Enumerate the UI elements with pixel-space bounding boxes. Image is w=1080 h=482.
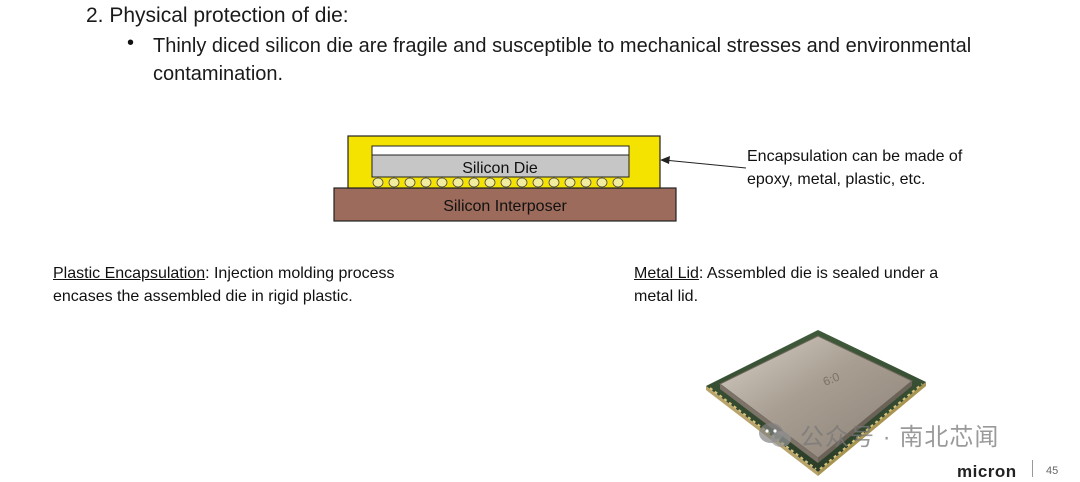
- encapsulation-callout: Encapsulation can be made of epoxy, meta…: [747, 145, 962, 191]
- metal-lid-description: Metal Lid: Assembled die is sealed under…: [634, 262, 1034, 308]
- bullet-text: Thinly diced silicon die are fragile and…: [153, 35, 972, 85]
- arrow-head: [660, 156, 670, 164]
- micron-logo: micron: [957, 462, 1017, 481]
- plastic-encapsulation-description: Plastic Encapsulation: Injection molding…: [53, 262, 493, 308]
- interposer-label: Silicon Interposer: [443, 198, 567, 215]
- plastic-encapsulation-title: Plastic Encapsulation: [53, 265, 206, 282]
- package-cross-section-diagram: Silicon Interposer Silicon Die: [333, 135, 747, 222]
- metal-lid-package-image: 6:0: [706, 330, 926, 476]
- silicon-interposer: [333, 187, 677, 222]
- watermark-text: 公众号 · 南北芯闻: [800, 424, 1000, 451]
- page-number: 45: [1046, 465, 1059, 477]
- metal-lid-title: Metal Lid: [634, 265, 699, 282]
- callout-arrow: [663, 159, 747, 169]
- die-label: Silicon Die: [462, 160, 538, 177]
- silicon-die: [371, 154, 630, 178]
- plastic-encapsulation-text-2: encases the assembled die in rigid plast…: [53, 288, 353, 305]
- metal-lid-text-1: : Assembled die is sealed under a: [698, 265, 939, 282]
- encapsulation-gap: [371, 145, 630, 156]
- callout-line-2: epoxy, metal, plastic, etc.: [747, 171, 926, 188]
- watermark: 公众号 · 南北芯闻: [758, 417, 999, 452]
- metal-lid-text-2: metal lid.: [634, 288, 699, 305]
- plastic-encapsulation-text-1: : Injection molding process: [205, 265, 395, 282]
- footer-divider: [1032, 460, 1033, 477]
- wechat-icon: [759, 422, 791, 447]
- slide-heading: 2. Physical protection of die:: [86, 4, 349, 27]
- callout-line-1: Encapsulation can be made of: [747, 148, 963, 165]
- bullet-marker: •: [127, 32, 135, 54]
- svg-text:6:0: 6:0: [821, 369, 842, 388]
- solder-bumps: [372, 177, 624, 188]
